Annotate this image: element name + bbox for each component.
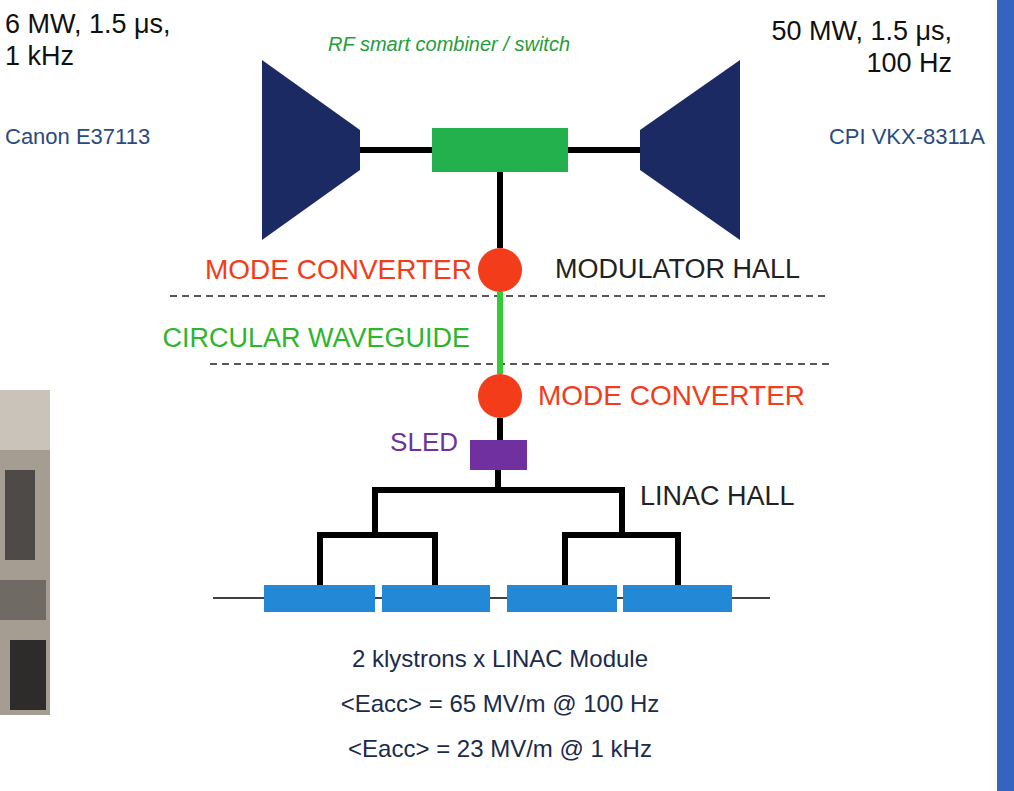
linac-structures [264, 585, 732, 612]
waveguide-connector [568, 147, 640, 153]
photo-fragment [0, 390, 50, 715]
waveguide-connector [497, 292, 503, 374]
klystron: 6 MW, 1.5 μs, 1 kHzCanon E37113 [262, 60, 360, 240]
node-label: RF smart combiner / switch [328, 32, 570, 56]
klystron: 50 MW, 1.5 μs, 100 HzCPI VKX-8311A [640, 60, 740, 240]
node-sublabel: Canon E37113 [5, 124, 150, 150]
node-label: 50 MW, 1.5 μs, 100 Hz [732, 15, 952, 80]
hall-name: MODULATOR HALL [555, 253, 800, 285]
node-label: MODE CONVERTER [538, 379, 805, 413]
waveguide-name: CIRCULAR WAVEGUIDE [162, 322, 470, 354]
klystron-shape [262, 60, 360, 240]
combiner: RF smart combiner / switch [432, 128, 568, 172]
gradient-note: <Eacc> = 23 MV/m @ 1 kHz [348, 735, 652, 764]
klystron-shape [640, 60, 740, 240]
hall-name: LINAC HALL [640, 480, 795, 512]
mode-converter: MODE CONVERTER [478, 248, 522, 292]
side-bar [997, 0, 1014, 791]
klystron-shape [640, 60, 740, 240]
node-sublabel: CPI VKX-8311A [829, 124, 985, 150]
node-label: SLED [390, 427, 458, 458]
sled: SLED [470, 440, 527, 470]
waveguide-connector [497, 172, 503, 248]
module-note: 2 klystrons x LINAC Module [352, 645, 648, 674]
node-label: 6 MW, 1.5 μs, 1 kHz [5, 8, 190, 73]
waveguide-connector [497, 418, 503, 440]
hall-boundary [210, 363, 830, 365]
klystron-shape [262, 60, 360, 240]
waveguide-connector [360, 147, 432, 153]
node-label: MODE CONVERTER [205, 253, 472, 287]
rf-distribution [320, 472, 678, 583]
gradient-note: <Eacc> = 65 MV/m @ 100 Hz [341, 690, 660, 719]
mode-converter: MODE CONVERTER [478, 374, 522, 418]
